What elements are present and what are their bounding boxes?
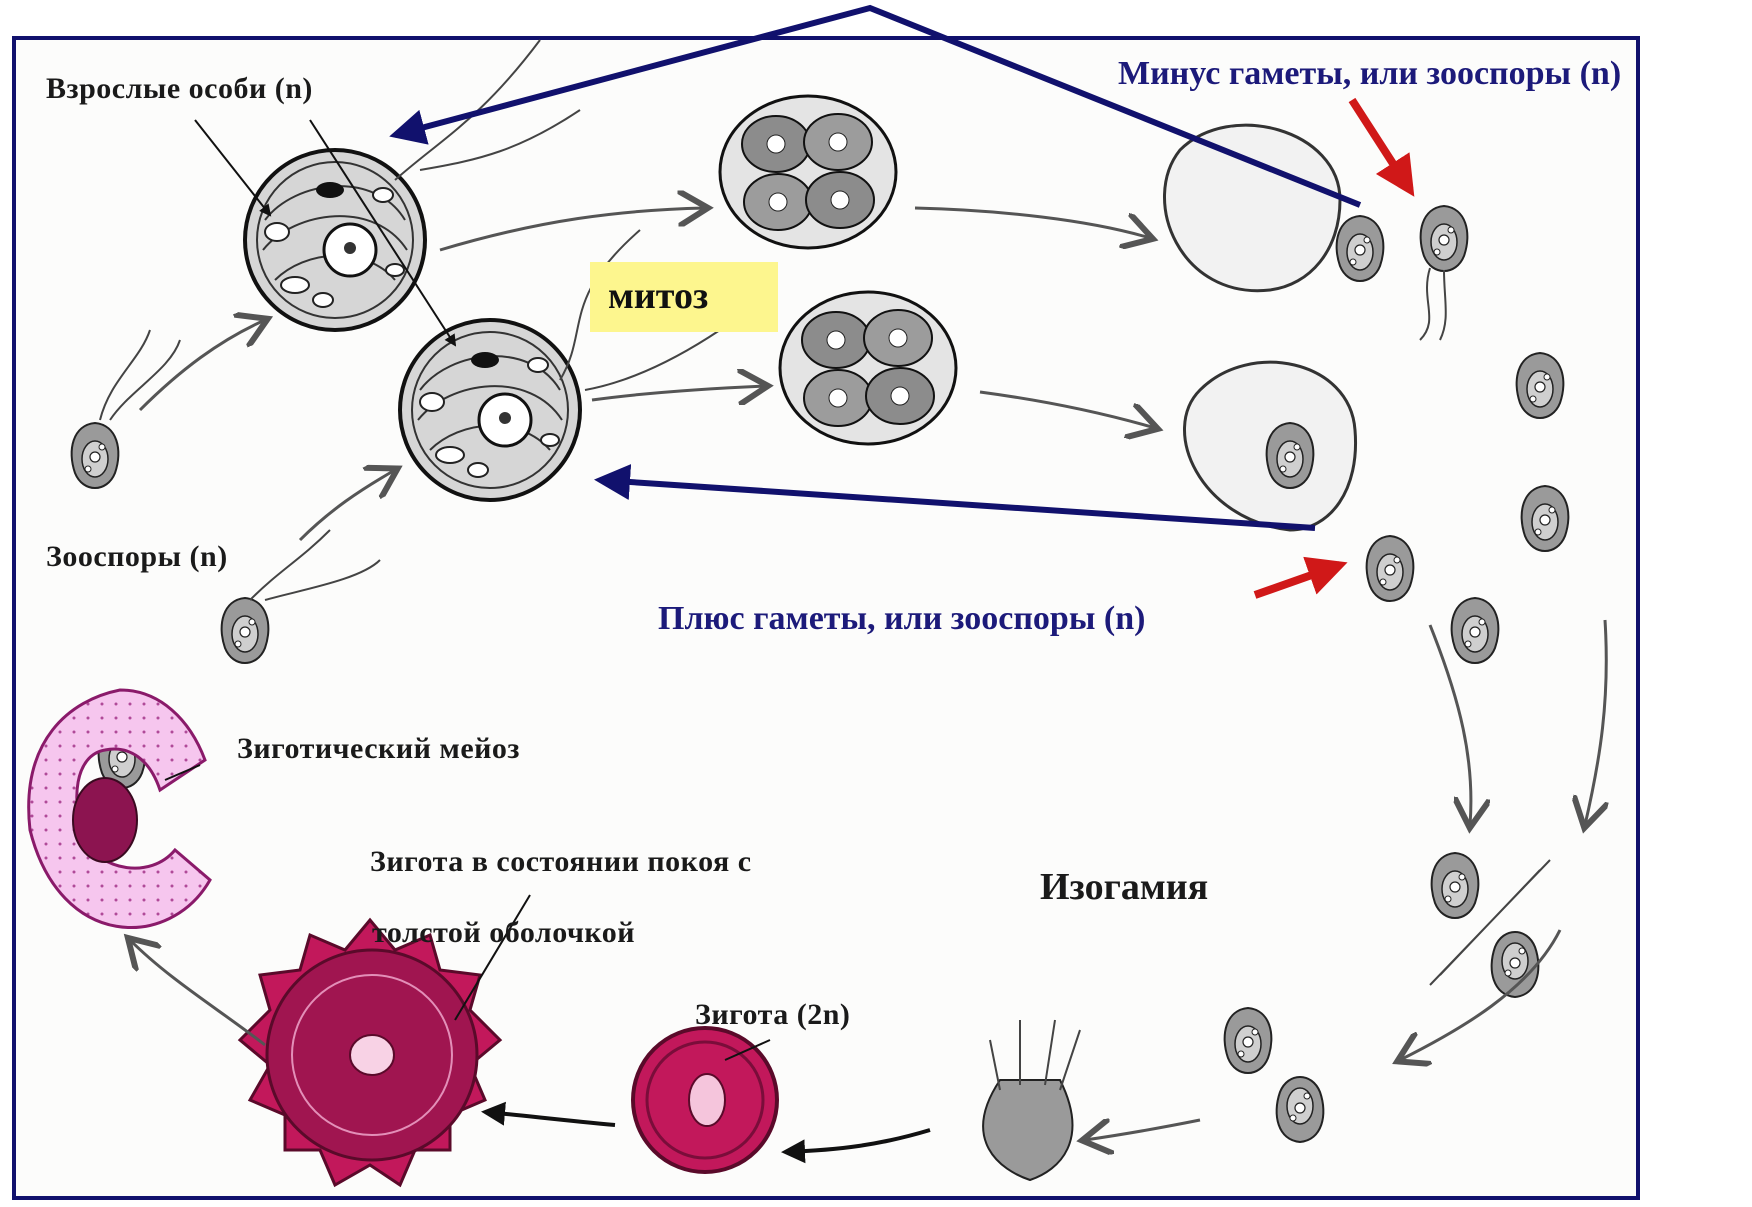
plus-gamete	[1367, 536, 1414, 601]
fusing-gamete	[1277, 1077, 1324, 1142]
zoospore	[222, 598, 269, 663]
mitosis-highlight: митоз	[590, 262, 778, 332]
adult-cell-bottom	[400, 320, 580, 500]
plasmogamy-pair	[983, 1080, 1072, 1180]
cycle-arrow	[300, 470, 395, 540]
fusing-gamete	[1225, 1008, 1272, 1073]
gamete	[1452, 598, 1499, 663]
red-arrow-plus	[1255, 565, 1340, 595]
cycle-arrow	[130, 940, 265, 1045]
cycle-arrow	[980, 392, 1155, 428]
minus-gamete	[1421, 206, 1468, 271]
gamete	[1517, 353, 1564, 418]
label-zoospores: Зооспоры (n)	[46, 540, 228, 574]
flagellum	[395, 40, 540, 180]
cycle-arrow	[1585, 620, 1606, 825]
label-mitosis: митоз	[608, 274, 708, 318]
resting-zygote-nucleus	[350, 1035, 394, 1075]
label-adults: Взрослые особи (n)	[46, 72, 313, 106]
gamete	[1337, 216, 1384, 281]
zoospore-left	[72, 423, 119, 488]
flagellum	[1420, 268, 1446, 340]
label-zygotic-meiosis: Зиготический мейоз	[237, 732, 520, 766]
cycle-arrow	[1085, 1120, 1200, 1140]
flagellum	[100, 330, 180, 420]
label-zygote: Зигота (2n)	[695, 998, 850, 1032]
zygote-nucleus	[689, 1074, 725, 1126]
label-resting-zygote-line1: Зигота в состоянии покоя с	[370, 845, 752, 879]
sporangium-top	[720, 96, 896, 248]
label-isogamy: Изогамия	[1040, 865, 1208, 909]
pointer-line	[455, 895, 530, 1020]
cycle-arrow-dark	[785, 1130, 930, 1152]
gamete	[1267, 423, 1314, 488]
pointer-line	[195, 120, 270, 215]
label-minus-gametes: Минус гаметы, или зооспоры (n)	[1118, 55, 1621, 93]
red-arrow-minus	[1352, 100, 1410, 190]
cycle-arrow	[592, 386, 765, 400]
sporangium-bottom	[780, 292, 956, 444]
pairing-gamete	[1432, 853, 1479, 918]
cycle-arrow	[140, 320, 265, 410]
empty-wall-top	[1164, 125, 1340, 291]
meiosis-cell	[73, 778, 137, 862]
label-plus-gametes: Плюс гаметы, или зооспоры (n)	[658, 600, 1145, 638]
label-resting-zygote-line2: толстой оболочкой	[372, 916, 635, 950]
cycle-arrow-dark	[485, 1112, 615, 1125]
cycle-arrow	[440, 208, 705, 250]
flagellum	[250, 530, 380, 600]
cycle-arrow	[915, 208, 1150, 238]
gamete	[1522, 486, 1569, 551]
flagellum	[585, 330, 720, 390]
